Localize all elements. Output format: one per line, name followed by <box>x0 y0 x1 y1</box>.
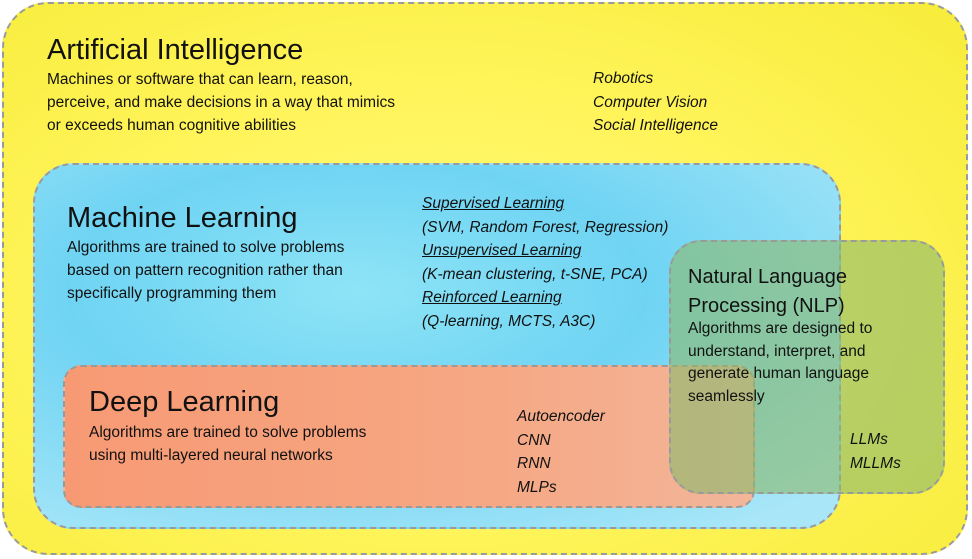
ml-description-line: Algorithms are trained to solve problems <box>67 239 345 256</box>
ai-title: Artificial Intelligence <box>47 34 304 66</box>
dl-description-line: Algorithms are trained to solve problems <box>89 424 367 441</box>
ml-description: Algorithms are trained to solve problems… <box>67 236 344 305</box>
ml-type-name: Reinforced Learning <box>422 289 562 306</box>
dl-description: Algorithms are trained to solve problems… <box>89 421 366 467</box>
dl-example-item: Autoencoder <box>517 408 605 425</box>
nlp-example-item: LLMs <box>850 431 888 448</box>
dl-title: Deep Learning <box>89 386 280 418</box>
nlp-title-line: Natural Language <box>688 266 848 288</box>
dl-description-line: using multi-layered neural networks <box>89 447 333 464</box>
ai-example-item: Computer Vision <box>593 93 708 111</box>
ml-description-line: based on pattern recognition rather than <box>67 262 343 279</box>
dl-region <box>63 365 755 508</box>
ai-example-item: Social Intelligence <box>593 117 718 134</box>
nlp-examples: LLMs MLLMs <box>850 428 901 475</box>
nlp-title-line: Processing (NLP) <box>688 295 845 317</box>
ml-description-line: specifically programming them <box>67 285 277 302</box>
ai-description-line: or exceeds human cognitive abilities <box>47 117 296 134</box>
nlp-description: Algorithms are designed to understand, i… <box>688 318 872 408</box>
ai-examples: Robotics Computer Vision Social Intellig… <box>593 67 718 138</box>
nlp-description-line: seamlessly <box>688 387 765 405</box>
dl-examples: Autoencoder CNN RNN MLPs <box>517 405 605 499</box>
ml-type-name: Unsupervised Learning <box>422 242 582 259</box>
dl-example-item: CNN <box>517 431 551 449</box>
ai-example-item: Robotics <box>593 70 654 87</box>
ai-description-line: perceive, and make decisions in a way th… <box>47 94 396 111</box>
nlp-example-item: MLLMs <box>850 454 901 472</box>
dl-example-item: MLPs <box>517 478 557 496</box>
ai-description: Machines or software that can learn, rea… <box>47 68 395 137</box>
ml-type-name: Supervised Learning <box>422 195 565 212</box>
ml-title: Machine Learning <box>67 202 298 234</box>
ml-type-examples: (SVM, Random Forest, Regression) <box>422 218 669 236</box>
nlp-description-line: understand, interpret, and <box>688 342 866 360</box>
nlp-region <box>669 240 945 494</box>
ml-learning-types: Supervised Learning (SVM, Random Forest,… <box>422 192 668 333</box>
ai-description-line: Machines or software that can learn, rea… <box>47 71 353 88</box>
dl-example-item: RNN <box>517 455 551 472</box>
ml-type-examples: (K-mean clustering, t-SNE, PCA) <box>422 265 648 283</box>
ml-type-examples: (Q-learning, MCTS, A3C) <box>422 312 596 330</box>
nlp-title: Natural Language Processing (NLP) <box>688 263 847 321</box>
nlp-description-line: Algorithms are designed to <box>688 320 873 337</box>
nlp-description-line: generate human language <box>688 365 869 382</box>
